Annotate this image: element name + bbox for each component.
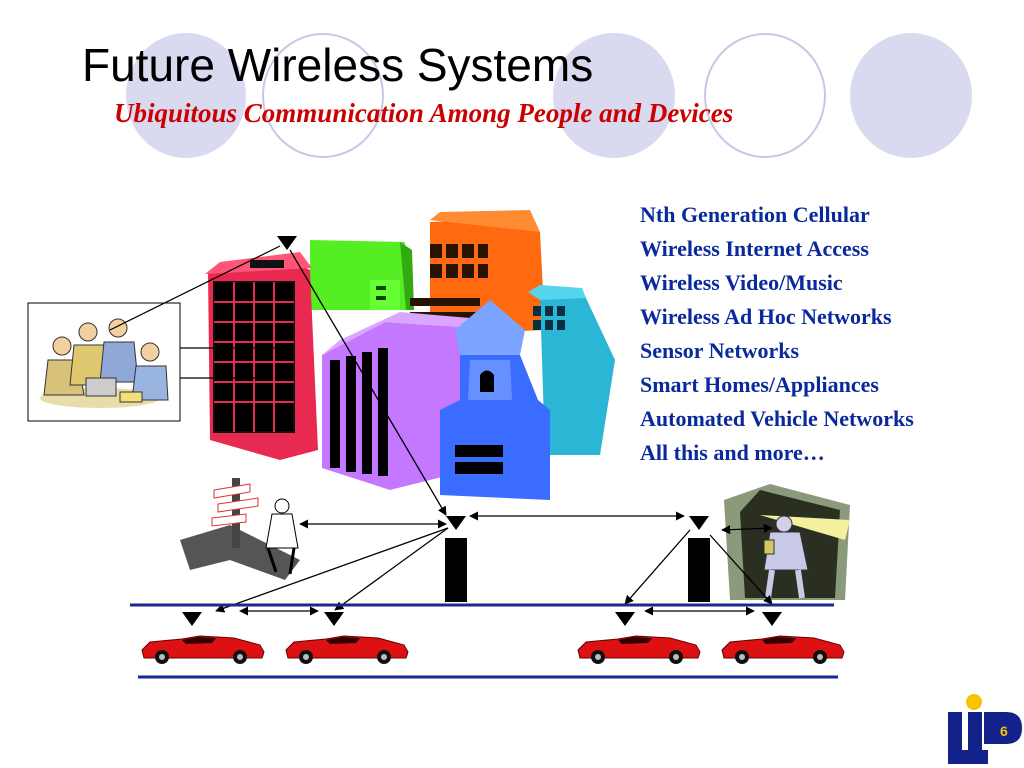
decor-circle-4 [704,33,826,158]
decor-circle-1 [126,33,246,158]
signpost-man-clipart [180,478,300,580]
logo-lip6: 6 [948,694,1022,764]
feature-item: Smart Homes/Appliances [640,372,879,397]
feature-item: Wireless Internet Access [640,236,869,261]
feature-item: Wireless Ad Hoc Networks [640,304,892,329]
car-icon [285,612,409,665]
svg-text:6: 6 [1000,723,1008,739]
city-buildings-clipart [205,210,615,500]
decor-circle-5 [850,33,972,158]
feature-item: Wireless Video/Music [640,270,843,295]
antenna-tower-icon [277,236,710,602]
feature-item: Nth Generation Cellular [640,202,870,227]
car-icon [721,612,845,665]
decor-circle-2 [262,33,384,158]
feature-list: Nth Generation Cellular Wireless Interne… [640,198,914,470]
car-icon [141,612,265,665]
meeting-clipart [27,302,181,422]
slide-title: Future Wireless Systems [82,39,594,91]
tunnel-man-clipart [724,484,850,600]
car-icon [577,612,701,665]
feature-item: All this and more… [640,440,825,465]
feature-item: Sensor Networks [640,338,800,363]
decor-circle-3 [553,33,675,158]
feature-item: Automated Vehicle Networks [640,406,914,431]
slide-subtitle: Ubiquitous Communication Among People an… [114,98,734,128]
